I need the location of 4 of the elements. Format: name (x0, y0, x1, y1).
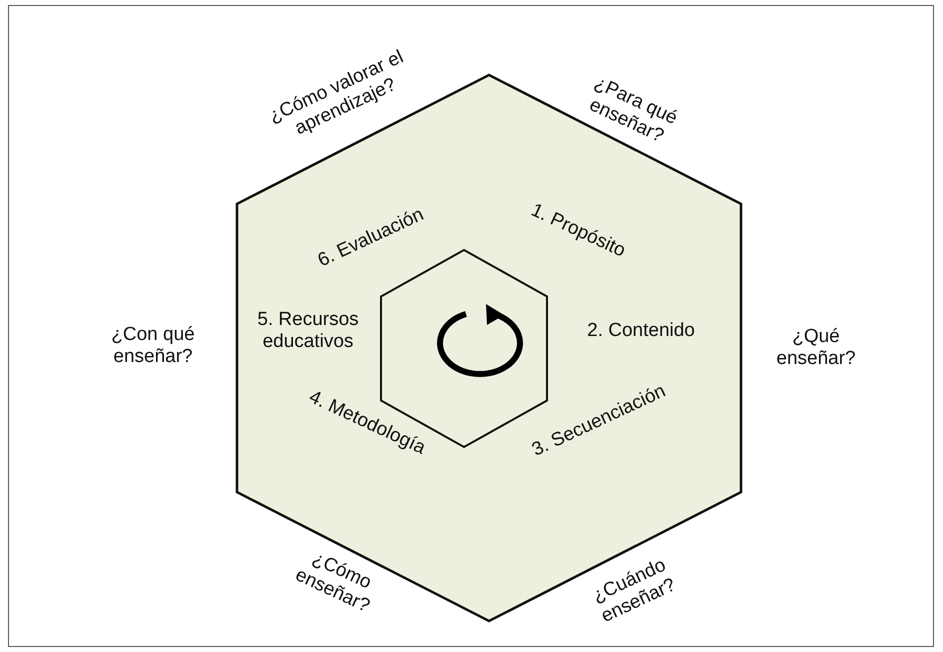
segment-label: 5. Recursos educativos (256, 309, 360, 353)
segment-label: 2. Contenido (586, 320, 696, 342)
question-label: ¿Con qué enseñar? (110, 324, 196, 368)
question-label: ¿Qué enseñar? (775, 326, 857, 370)
